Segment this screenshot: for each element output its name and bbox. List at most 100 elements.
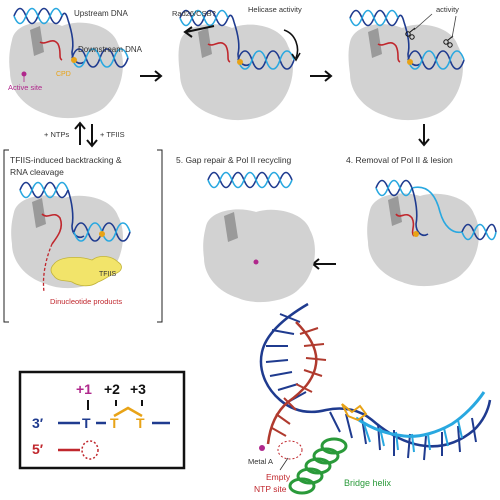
panel-rad26-helicase: Rad26/CSB? Helicase activity: [172, 5, 302, 121]
base-t-plus2: T: [110, 415, 119, 431]
template-backbone: [259, 302, 492, 448]
activity-pointer: [413, 13, 433, 31]
position-plus1: +1: [76, 381, 92, 397]
metal-a-icon: [259, 445, 265, 451]
upstream-dna-light: [179, 9, 229, 27]
arrow-step1-to-2: [140, 70, 163, 82]
upstream-dna-label: Upstream DNA: [74, 9, 128, 18]
cpd-lesion-icon: [407, 59, 413, 65]
repaired-dna-dark: [207, 171, 293, 189]
scissors-icon: [405, 27, 416, 40]
helicase-rotation-arrow: [283, 29, 301, 62]
repaired-dna-light: [207, 171, 293, 189]
light-strand-exit: [411, 186, 463, 234]
arrow-step4-to-5: [311, 258, 336, 270]
arrow-step3-to-4: [418, 124, 430, 147]
upstream-dna-light: [349, 9, 399, 27]
upstream-dna-light: [13, 7, 63, 25]
polymerase-cleft: [198, 28, 212, 58]
template-strand: [67, 19, 85, 65]
panel-gap-repair: 5. Gap repair & Pol II recycling: [176, 155, 315, 303]
base-t-plus1: T: [82, 415, 91, 431]
empty-site-outline: [81, 440, 99, 460]
cpd-lesion-icon: [99, 231, 105, 237]
empty-ntp-label-line2: NTP site: [254, 484, 287, 494]
cpd-bracket: [113, 406, 143, 418]
ntp-site-pointer: [279, 457, 289, 471]
end-5prime: 5′: [32, 441, 44, 457]
position-plus3: +3: [130, 381, 146, 397]
base-t-plus3: T: [136, 415, 145, 431]
activity-label: activity: [436, 5, 459, 14]
upper-duplex-sticks: [265, 313, 307, 403]
helicase-activity-label: Helicase activity: [248, 5, 302, 14]
active-site-icon: [253, 259, 259, 265]
downstream-dna-light: [407, 50, 465, 70]
polymerase-cleft: [32, 198, 46, 228]
downstream-dna-light: [237, 50, 295, 70]
structure-model: Metal A Empty NTP site Bridge helix: [248, 302, 492, 495]
bracket-left: [3, 149, 9, 323]
polymerase-cleft: [388, 196, 402, 226]
dinucleotide-label: Dinucleotide products: [50, 297, 122, 306]
rna-backtracked-dashed: [42, 243, 53, 293]
panel-backtracking: TFIIS-induced backtracking & RNA cleavag…: [3, 149, 163, 323]
bracket-right: [157, 149, 163, 323]
bridge-helix-label: Bridge helix: [344, 478, 392, 488]
arrow-tfiis-down: [86, 124, 98, 148]
empty-ntp-site-outline: [277, 440, 303, 460]
template-strand: [411, 187, 429, 237]
free-polymerase-blob: [203, 209, 315, 303]
tfiis-arrow-label: + TFIIS: [100, 130, 125, 139]
backtracking-title-line1: TFIIS-induced backtracking &: [10, 155, 122, 165]
downstream-dna-label: Downstream DNA: [78, 45, 143, 54]
polymerase-cleft: [30, 26, 44, 56]
backtracking-title-line2: RNA cleavage: [10, 167, 64, 177]
polymerase-cleft: [368, 28, 382, 58]
panel-stalled-polymerase: Upstream DNA Downstream DNA CPD Active s…: [8, 7, 143, 119]
downstream-dna-light: [71, 48, 129, 68]
excised-fragment-dark: [461, 223, 497, 241]
rna-strand: [377, 42, 401, 63]
polymerase-blob: [367, 193, 479, 287]
rna-strand: [207, 42, 231, 63]
rna-strand: [39, 40, 63, 61]
rad26-label: Rad26/CSB?: [172, 9, 216, 18]
arrow-ntps-up: [74, 121, 86, 145]
step5-label: 5. Gap repair & Pol II recycling: [176, 155, 292, 165]
empty-ntp-label-line1: Empty: [266, 472, 291, 482]
activity-pointer: [451, 15, 457, 39]
template-strand: [233, 21, 251, 67]
polymerase-blob: [348, 24, 463, 121]
rad26-push-arrow: [183, 25, 215, 38]
rna-sticks: [271, 327, 327, 437]
cpd-lesion-icon: [71, 57, 77, 63]
template-strand: [67, 189, 85, 239]
cpd-lesion-icon: [237, 59, 243, 65]
polymerase-cleft: [224, 212, 238, 242]
end-3prime: 3′: [32, 415, 44, 431]
cpd-lesion-icon: [413, 231, 419, 237]
polymerase-blob: [178, 24, 293, 121]
inset-frame: [18, 370, 186, 470]
bridge-helix: [288, 437, 348, 495]
cpd-lesion-model: [341, 403, 368, 422]
downstream-duplex-light: [355, 391, 486, 438]
upstream-dna-light: [19, 181, 69, 199]
rna-strand: [395, 213, 415, 237]
panel-removal: 4. Removal of Pol II & lesion: [346, 155, 497, 287]
position-plus2: +2: [104, 381, 120, 397]
cpd-label: CPD: [56, 71, 71, 78]
rna-strand: [41, 213, 63, 245]
upstream-dna-dark: [375, 179, 413, 197]
rna-backbone: [266, 321, 318, 445]
upstream-dna-light: [375, 179, 413, 197]
active-site-label: Active site: [8, 83, 42, 92]
tfiis-protein: [50, 256, 122, 287]
nucleotide-inset: +1 +2 +3 3′ T T T 5′: [18, 370, 186, 470]
metal-a-label: Metal A: [248, 457, 273, 466]
excised-fragment-light: [461, 223, 497, 241]
tfiis-protein-label: TFIIS: [99, 271, 116, 278]
light-sticks: [363, 419, 463, 453]
